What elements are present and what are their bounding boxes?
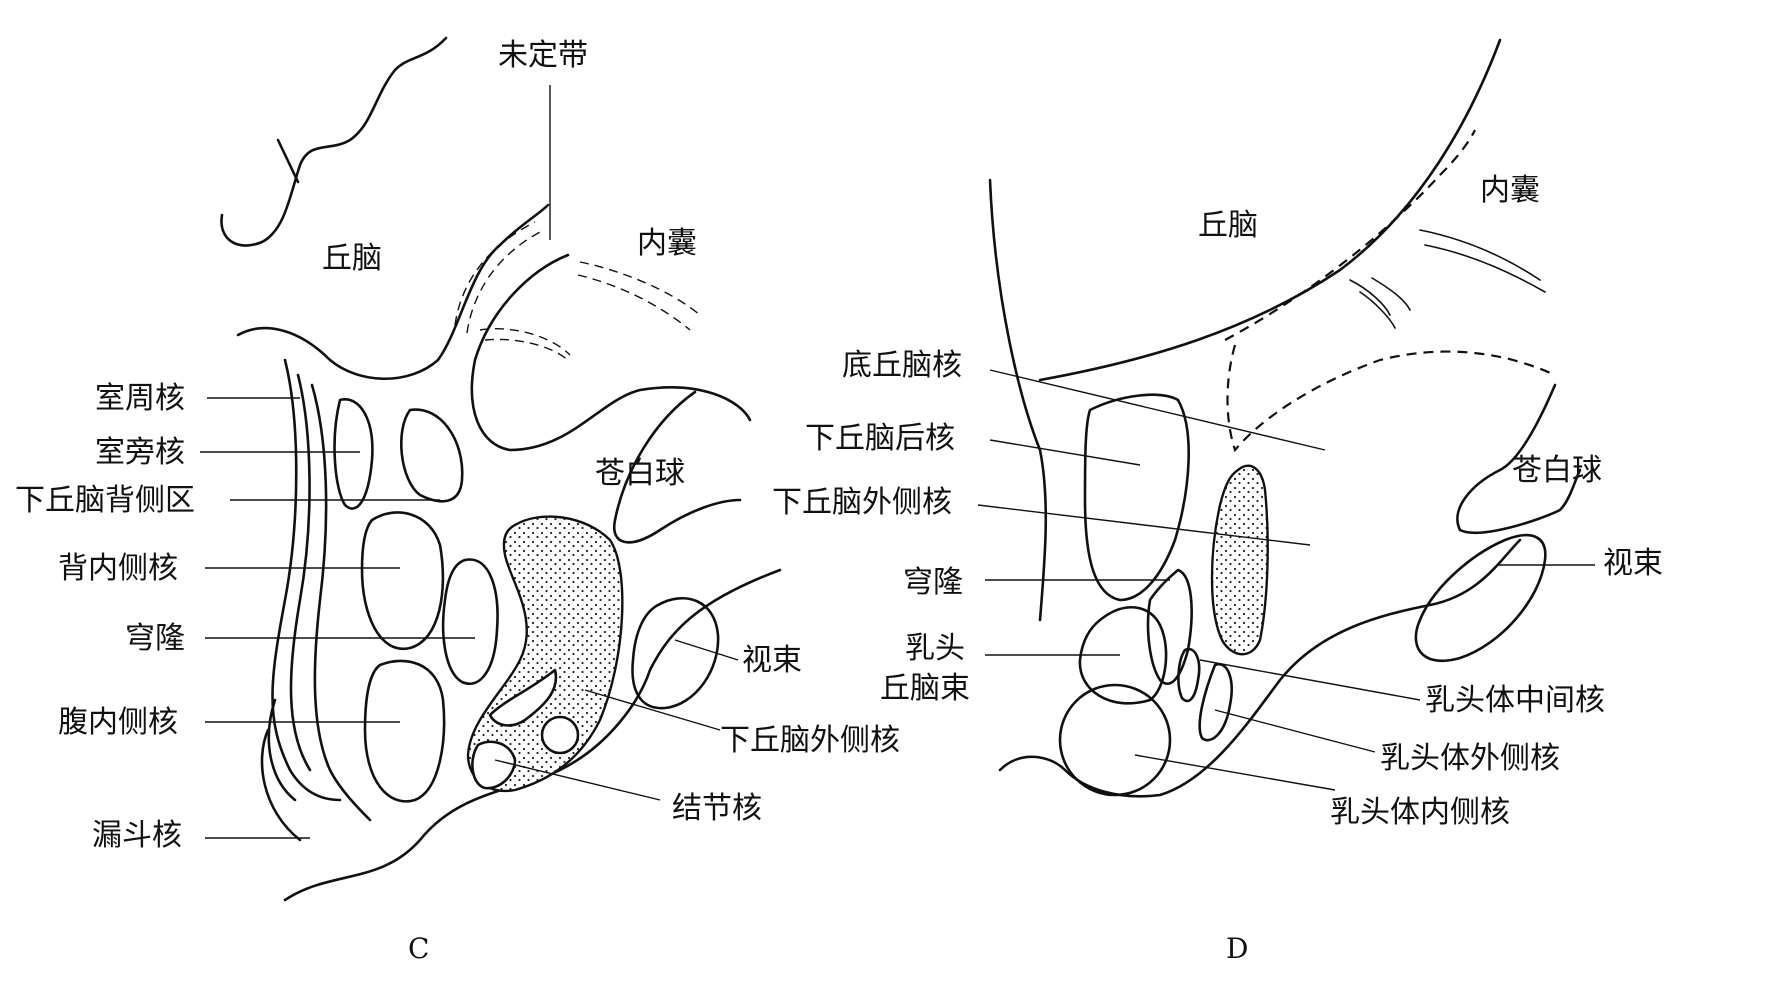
label-qionglong-c: 穹隆 bbox=[125, 621, 185, 656]
label-shishu-c: 视束 bbox=[742, 643, 802, 678]
caption-c: C bbox=[408, 932, 429, 965]
leader-waicehe-c bbox=[584, 689, 721, 731]
fornix-d bbox=[1146, 568, 1193, 686]
label-houhe: 下丘脑后核 bbox=[805, 421, 955, 456]
dorsomedial-nucleus bbox=[360, 511, 445, 651]
thalamus-boundary bbox=[236, 203, 550, 381]
internal-capsule-fibers-d bbox=[1419, 229, 1541, 281]
label-shipanghe: 室旁核 bbox=[95, 435, 185, 470]
ventricle-wall-right bbox=[310, 383, 372, 822]
label-cangbaiqiu-c: 苍白球 bbox=[595, 456, 685, 491]
zona-incerta-band bbox=[454, 221, 536, 326]
leader-waicehe-d bbox=[977, 504, 1311, 546]
globus-pallidus-boundary bbox=[612, 390, 742, 544]
hypothalamus-left-boundary-d bbox=[988, 178, 1048, 622]
label-weidingdai: 未定带 bbox=[498, 38, 588, 73]
label-rutou-line1: 乳头 bbox=[905, 631, 965, 666]
intermediate-mammillary-nucleus bbox=[1177, 647, 1201, 703]
label-zhongjianhe: 乳头体中间核 bbox=[1425, 683, 1605, 718]
internal-capsule-fibers bbox=[579, 261, 701, 316]
optic-tract-c bbox=[631, 596, 720, 710]
label-waicehe-c: 下丘脑外侧核 bbox=[720, 723, 900, 758]
infundibular-wall bbox=[260, 728, 302, 842]
ventromedial-nucleus bbox=[363, 659, 446, 803]
tuberal-nucleus-shape bbox=[488, 668, 558, 727]
tuberal-nucleus-circle bbox=[540, 715, 580, 755]
label-neinang-c: 内囊 bbox=[637, 226, 697, 261]
leader-houhe bbox=[989, 439, 1141, 466]
leader-diqiunaohe bbox=[989, 369, 1326, 451]
subthalamic-nucleus-dashed bbox=[1226, 344, 1556, 453]
lateral-mammillary-nucleus bbox=[1198, 662, 1233, 742]
label-neinang-d: 内囊 bbox=[1480, 173, 1540, 208]
label-beicequ: 下丘脑背侧区 bbox=[15, 483, 195, 518]
internal-capsule-fibers-d3 bbox=[1349, 279, 1391, 316]
label-loudouhe: 漏斗核 bbox=[92, 818, 182, 853]
internal-capsule-boundary bbox=[470, 253, 752, 452]
panel-d: 丘脑 内囊 底丘脑核 下丘脑后核 下丘脑外侧核 穹隆 乳头 丘脑束 苍白球 视束… bbox=[772, 38, 1663, 965]
internal-capsule-fibers-2 bbox=[577, 274, 691, 331]
label-beineicehe: 背内侧核 bbox=[58, 551, 178, 586]
leader-rutou-waicehe bbox=[1214, 709, 1376, 753]
label-qiunao-c: 丘脑 bbox=[322, 241, 382, 276]
label-qiunao-d: 丘脑 bbox=[1198, 208, 1258, 243]
label-qionglong-d: 穹隆 bbox=[903, 565, 963, 600]
infundibular-wall-inner bbox=[267, 698, 297, 802]
internal-capsule-fibers-d4 bbox=[1359, 291, 1396, 329]
ventricle-wall-contour bbox=[220, 36, 448, 247]
label-rutou-neicehe: 乳头体内侧核 bbox=[1330, 795, 1510, 830]
medial-mammillary-nucleus bbox=[1058, 683, 1172, 797]
label-fuineicehe: 腹内侧核 bbox=[58, 705, 178, 740]
leader-jiejiehe bbox=[494, 759, 661, 801]
thalamus-arc-d bbox=[1038, 38, 1502, 382]
ventricle-wall-left-2 bbox=[289, 373, 312, 772]
internal-capsule-fibers-d5 bbox=[1371, 277, 1411, 311]
hypothalamus-outer-boundary-d bbox=[998, 538, 1522, 798]
label-jiejiehe: 结节核 bbox=[672, 791, 762, 826]
label-rutou-waicehe: 乳头体外侧核 bbox=[1380, 741, 1560, 776]
label-waicehe-d: 下丘脑外侧核 bbox=[772, 485, 952, 520]
optic-tract-d bbox=[1414, 533, 1547, 663]
label-shizhouhe: 室周核 bbox=[95, 381, 185, 416]
posterior-hypothalamic-nucleus bbox=[1083, 393, 1190, 602]
tuberal-nucleus-lower bbox=[471, 740, 517, 790]
ventricle-wall-left bbox=[271, 358, 342, 802]
leader-shishu-c bbox=[674, 639, 739, 661]
zona-incerta-band-2 bbox=[466, 231, 541, 334]
leader-zhongjianhe bbox=[1199, 659, 1421, 701]
fornix-c bbox=[441, 558, 499, 685]
dorsal-area-nucleus bbox=[400, 408, 464, 503]
internal-capsule-dash-arc bbox=[1224, 129, 1476, 341]
zona-incerta-lower bbox=[479, 328, 571, 356]
leader-rutou-neicehe bbox=[1134, 754, 1336, 791]
label-rutou-line2: 丘脑束 bbox=[880, 671, 970, 706]
label-cangbaiqiu-d: 苍白球 bbox=[1512, 453, 1602, 488]
panel-c: 未定带 丘脑 内囊 苍白球 室周核 室旁核 下丘脑背侧区 背内侧核 穹隆 腹内侧… bbox=[15, 36, 900, 965]
internal-capsule-fibers-d2 bbox=[1424, 244, 1546, 293]
hypothalamus-outer-boundary bbox=[283, 568, 782, 902]
ventricle-wall-branch bbox=[276, 138, 300, 184]
lateral-hypothalamic-nucleus-d bbox=[1210, 464, 1269, 656]
globus-pallidus-boundary-d bbox=[1456, 383, 1582, 535]
zona-incerta-lower-2 bbox=[484, 338, 569, 361]
caption-d: D bbox=[1226, 932, 1248, 965]
label-shishu-d: 视束 bbox=[1603, 546, 1663, 581]
paraventricular-nucleus bbox=[333, 398, 374, 510]
mammillothalamic-tract bbox=[1078, 605, 1168, 705]
label-diqiunaohe: 底丘脑核 bbox=[842, 348, 962, 383]
